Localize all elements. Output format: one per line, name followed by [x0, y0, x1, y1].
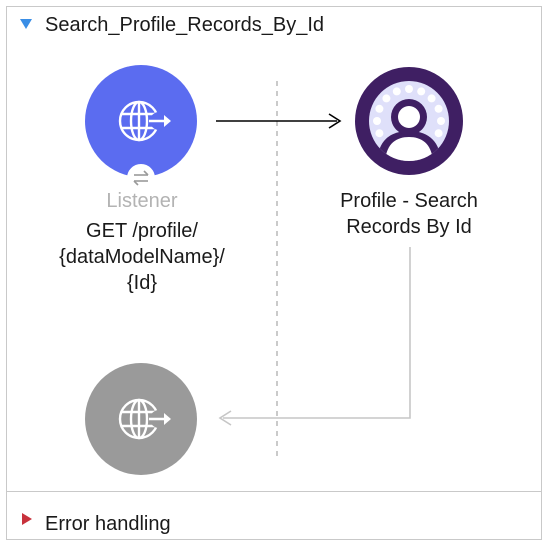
profile-search-name-line1: Profile - Search	[340, 190, 478, 212]
listener-name-line1: GET /profile/	[86, 220, 198, 242]
error-handling-section[interactable]: Error handling	[7, 492, 541, 540]
flow-title: Search_Profile_Records_By_Id	[45, 14, 325, 36]
response-node-circle[interactable]	[85, 363, 197, 475]
user-avatar-icon	[377, 99, 441, 161]
listener-type-label: Listener	[106, 190, 178, 212]
listener-name-line2: {dataModelName}/	[59, 246, 225, 268]
listener-node-circle[interactable]	[85, 65, 197, 177]
flow-arrow	[216, 113, 342, 129]
globe-arrow-icon	[118, 100, 171, 142]
response-return-arrow	[218, 247, 411, 426]
error-handling-divider	[7, 491, 541, 492]
listener-node[interactable]	[85, 65, 197, 192]
response-node[interactable]	[85, 363, 197, 475]
flow-container: Search_Profile_Records_By_Id	[6, 6, 542, 540]
flow-header[interactable]: Search_Profile_Records_By_Id	[7, 7, 541, 43]
profile-search-name-line2: Records By Id	[346, 216, 472, 238]
collapse-triangle-icon[interactable]	[20, 19, 32, 29]
listener-name-line3: {Id}	[126, 272, 158, 294]
globe-arrow-icon	[118, 398, 171, 440]
error-handling-label: Error handling	[45, 513, 171, 535]
expand-triangle-icon[interactable]	[22, 513, 32, 525]
dotted-ring	[373, 85, 445, 138]
exchange-pattern-icon	[127, 164, 155, 192]
profile-search-node[interactable]	[355, 67, 463, 175]
flow-canvas	[85, 65, 463, 475]
